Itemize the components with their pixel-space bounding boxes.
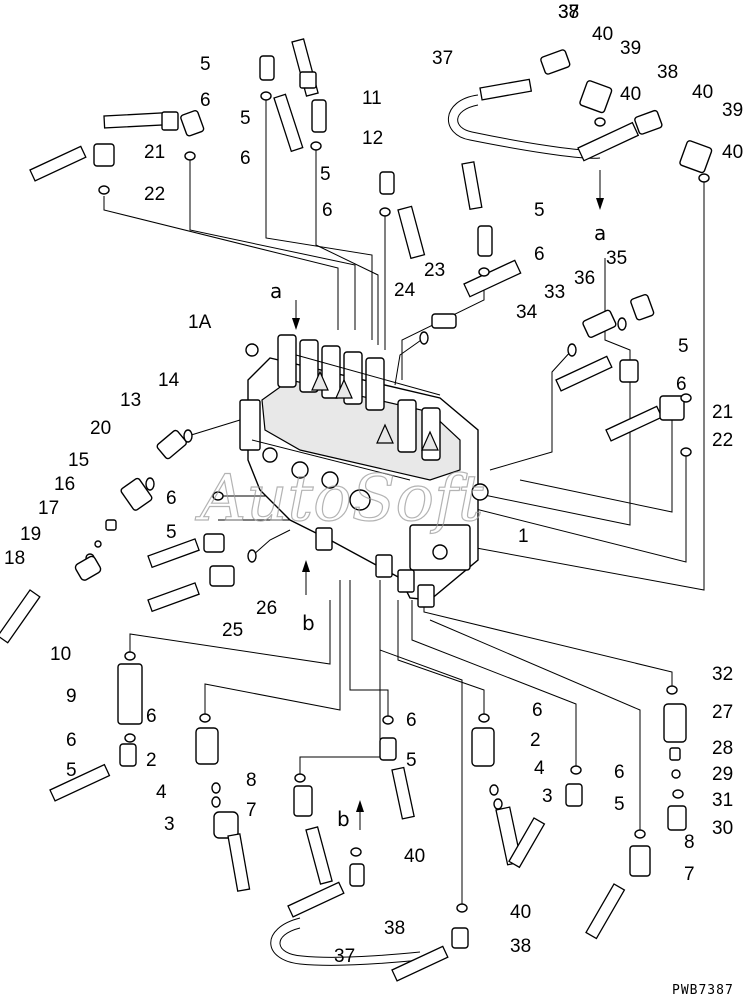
callout: 40 — [692, 82, 713, 103]
callout: 13 — [120, 390, 141, 411]
callout: 11 — [362, 88, 382, 109]
callout: 40 — [510, 902, 531, 923]
callout: 5 — [200, 54, 211, 75]
callout: 5 — [534, 200, 545, 221]
hose-loops — [270, 94, 601, 966]
callout: 6 — [532, 700, 543, 721]
callout: 32 — [712, 664, 733, 685]
callout: 12 — [362, 128, 383, 149]
arrow-label-a-right: a — [594, 221, 606, 245]
callout: 5 — [320, 164, 331, 185]
callout-numbers: 37 37 38 40 39 40 38 40 39 40 5 6 11 5 1… — [4, 2, 743, 967]
callout: 7 — [684, 864, 695, 885]
callout: 21 — [712, 402, 733, 423]
fittings — [0, 38, 713, 982]
callout: 21 — [144, 142, 165, 163]
callout: 33 — [544, 282, 565, 303]
callout: 19 — [20, 524, 41, 545]
callout: 2 — [530, 730, 541, 751]
callout: 38 — [558, 2, 579, 23]
callout: 31 — [712, 790, 733, 811]
callout: 3 — [164, 814, 175, 835]
control-valve-body — [239, 334, 489, 608]
callout: 20 — [90, 418, 111, 439]
callout: 5 — [678, 336, 689, 357]
callout: 22 — [144, 184, 165, 205]
callout: 28 — [712, 738, 733, 759]
callout: 35 — [606, 248, 627, 269]
callout: 26 — [256, 598, 277, 619]
callout: 40 — [592, 24, 613, 45]
watermark: AutoSoft — [195, 462, 484, 536]
callout: 6 — [614, 762, 625, 783]
callout: 3 — [542, 786, 553, 807]
callout: 40 — [722, 142, 743, 163]
callout: 34 — [516, 302, 538, 323]
callout: 38 — [384, 918, 405, 939]
callout: 23 — [424, 260, 445, 281]
callout: 5 — [406, 750, 417, 771]
callout: 1A — [188, 312, 212, 333]
callout: 16 — [54, 474, 75, 495]
callout: 6 — [166, 488, 177, 509]
callout: 6 — [406, 710, 417, 731]
callout: 1 — [518, 526, 529, 547]
callout: 5 — [166, 522, 177, 543]
callout: 15 — [68, 450, 89, 471]
callout: 22 — [712, 430, 733, 451]
callout: 37 — [334, 946, 355, 967]
callout: 6 — [240, 148, 251, 169]
callout: 27 — [712, 702, 733, 723]
callout: 37 — [432, 48, 453, 69]
callout: 29 — [712, 764, 733, 785]
callout: 37 — [558, 2, 579, 23]
callout: 2 — [146, 750, 157, 771]
callout: 5 — [614, 794, 625, 815]
arrow-label-a-top: a — [270, 279, 282, 303]
o-ring-markers — [98, 91, 710, 913]
callout: 6 — [66, 730, 77, 751]
callout: 18 — [4, 548, 25, 569]
callout: 40 — [404, 846, 425, 867]
direction-arrows — [292, 170, 604, 830]
callout: 39 — [722, 100, 743, 121]
callout: 39 — [620, 38, 641, 59]
arrow-label-b: b — [302, 611, 315, 635]
arrow-label-b-lower: b — [337, 807, 350, 831]
callout: 5 — [240, 108, 251, 129]
callout: 24 — [394, 280, 416, 301]
callout: 6 — [534, 244, 545, 265]
callout: 5 — [66, 760, 77, 781]
callout: 8 — [684, 832, 695, 853]
callout: 7 — [246, 800, 257, 821]
figure-code: PWB7387 — [672, 983, 734, 998]
callout: 6 — [676, 374, 687, 395]
callout: 38 — [657, 62, 678, 83]
callout: 10 — [50, 644, 71, 665]
callout: 40 — [620, 84, 641, 105]
callout: 6 — [322, 200, 333, 221]
callout: 8 — [246, 770, 257, 791]
callout: 6 — [146, 706, 157, 727]
callout: 38 — [510, 936, 531, 957]
callout: 30 — [712, 818, 733, 839]
callout: 17 — [38, 498, 59, 519]
callout: 25 — [222, 620, 243, 641]
callout: 4 — [156, 782, 167, 803]
callout: 36 — [574, 268, 595, 289]
callout: 9 — [66, 686, 77, 707]
callout: 6 — [200, 90, 211, 111]
callout: 14 — [158, 370, 180, 391]
callout: 4 — [534, 758, 545, 779]
